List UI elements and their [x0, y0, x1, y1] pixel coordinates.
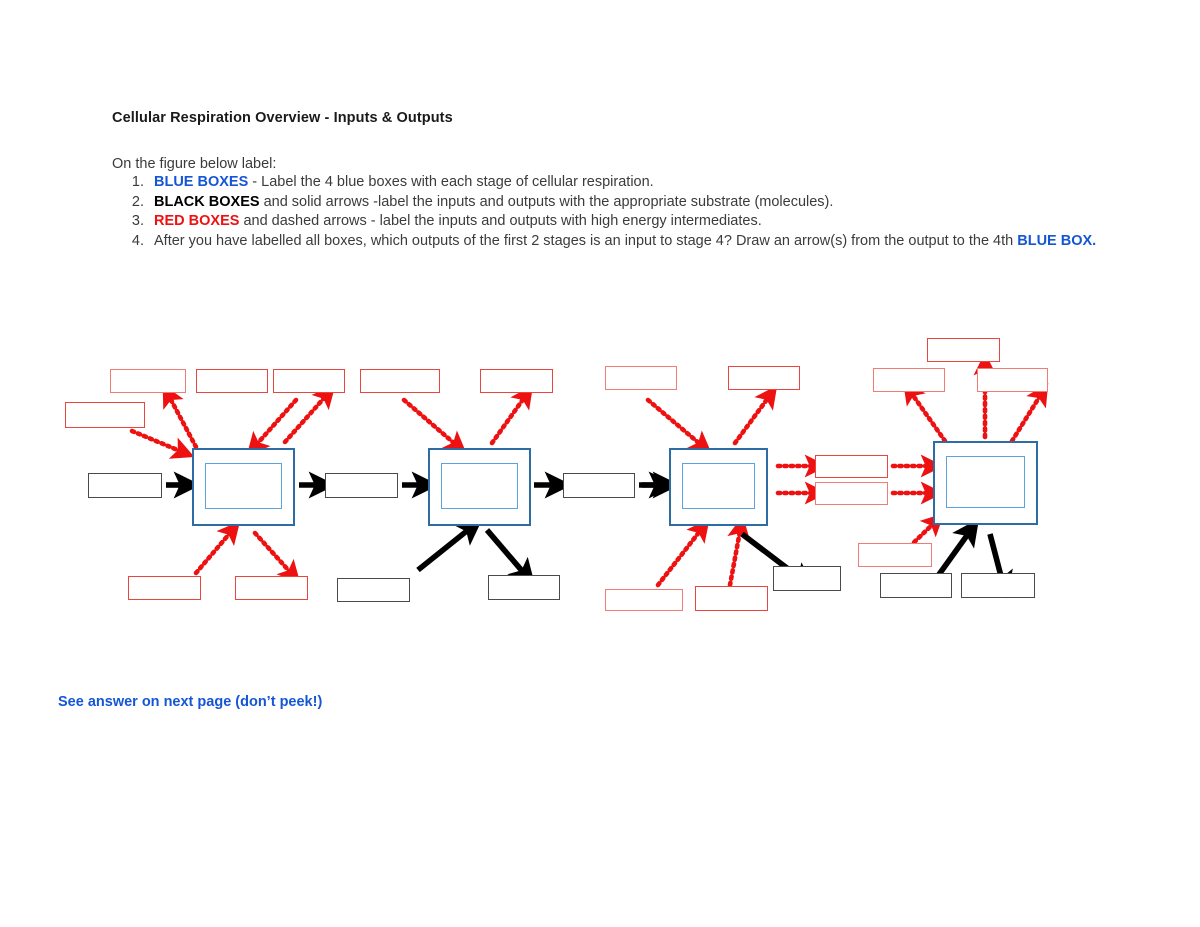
blue-stage-box-3[interactable]: [669, 448, 768, 526]
blue-stage-box-2-inner[interactable]: [441, 463, 518, 509]
red-label-box-stage4-lowleft[interactable]: [858, 543, 932, 567]
red-label-box-left-1[interactable]: [65, 402, 145, 428]
blue-stage-box-1-inner[interactable]: [205, 463, 282, 509]
instruction-list: BLUE BOXES - Label the 4 blue boxes with…: [112, 173, 1112, 251]
instruction-keyword-black-boxes: BLACK BOXES: [154, 193, 260, 210]
instruction-item-4: After you have labelled all boxes, which…: [148, 232, 1112, 252]
red-connector-box-lower[interactable]: [815, 482, 888, 505]
blue-stage-box-1[interactable]: [192, 448, 295, 526]
instruction-text-3: and dashed arrows - label the inputs and…: [239, 213, 762, 230]
instruction-text-4: After you have labelled all boxes, which…: [154, 232, 1018, 249]
instruction-keyword-blue-box-4: BLUE BOX.: [1017, 232, 1097, 249]
instruction-item-3: RED BOXES and dashed arrows - label the …: [148, 212, 1112, 232]
red-connector-box-upper[interactable]: [815, 455, 888, 478]
red-label-box-bottom-1[interactable]: [128, 576, 201, 600]
red-label-box-bottom-3[interactable]: [605, 589, 683, 611]
blue-stage-box-2[interactable]: [428, 448, 531, 526]
red-label-box-stage4-topleft[interactable]: [873, 368, 945, 392]
black-label-box-stage2-output[interactable]: [488, 575, 560, 600]
black-label-box-input-1[interactable]: [88, 473, 162, 498]
black-label-box-middle-2[interactable]: [563, 473, 635, 498]
red-label-box-top-4[interactable]: [360, 369, 440, 393]
red-label-box-bottom-2[interactable]: [235, 576, 308, 600]
black-label-box-stage2-input[interactable]: [337, 578, 410, 602]
intro-text: On the figure below label:: [112, 156, 277, 172]
red-label-box-stage4-top[interactable]: [927, 338, 1000, 362]
red-label-box-top-5[interactable]: [480, 369, 553, 393]
red-label-box-top-7[interactable]: [728, 366, 800, 390]
red-label-box-bottom-4[interactable]: [695, 586, 768, 611]
instruction-keyword-red-boxes: RED BOXES: [154, 213, 240, 230]
instruction-text-2: and solid arrows -label the inputs and o…: [259, 193, 834, 210]
instruction-text-1: - Label the 4 blue boxes with each stage…: [248, 174, 654, 190]
instruction-item-1: BLUE BOXES - Label the 4 blue boxes with…: [148, 173, 1112, 193]
red-label-box-top-2[interactable]: [196, 369, 268, 393]
black-label-box-stage3-output[interactable]: [773, 566, 841, 591]
black-label-box-middle-1[interactable]: [325, 473, 398, 498]
red-label-box-stage4-topright[interactable]: [977, 368, 1048, 392]
black-label-box-stage4-input[interactable]: [880, 573, 952, 598]
instruction-item-2: BLACK BOXES and solid arrows -label the …: [148, 193, 1112, 213]
red-label-box-top-1[interactable]: [110, 369, 186, 393]
blue-stage-box-3-inner[interactable]: [682, 463, 755, 509]
blue-stage-box-4[interactable]: [933, 441, 1038, 525]
answer-note: See answer on next page (don’t peek!): [58, 694, 323, 710]
black-label-box-stage4-output[interactable]: [961, 573, 1035, 598]
instruction-keyword-blue-boxes: BLUE BOXES: [154, 174, 249, 190]
page-title: Cellular Respiration Overview - Inputs &…: [112, 110, 453, 126]
red-label-box-top-3[interactable]: [273, 369, 345, 393]
red-label-box-top-6[interactable]: [605, 366, 677, 390]
blue-stage-box-4-inner[interactable]: [946, 456, 1025, 508]
